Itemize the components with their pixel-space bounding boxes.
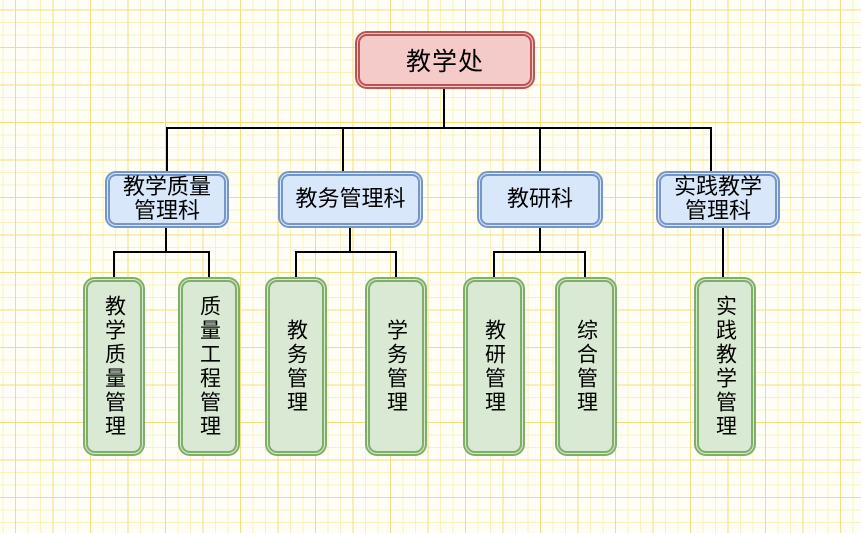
connector-drop-unit-3: [295, 253, 297, 277]
org-node-unit-comprehensive-label: 综合管理: [574, 318, 599, 415]
org-node-dept-academic-label: 教务管理科: [295, 186, 406, 212]
connector-root-stem: [443, 88, 445, 128]
connector-stem-dept-2: [349, 228, 351, 253]
org-node-unit-teaching-research[interactable]: 教研管理: [463, 277, 525, 456]
org-node-unit-student-affairs-label: 学务管理: [384, 318, 409, 415]
org-node-dept-practice-label: 实践教学 管理科: [673, 174, 762, 224]
connector-drop-dept-2: [342, 129, 344, 171]
org-node-dept-research-label: 教研科: [506, 186, 573, 212]
connector-drop-unit-1: [113, 253, 115, 277]
org-node-unit-quality-engineering-label: 质量工程管理: [197, 294, 222, 439]
org-node-dept-practice[interactable]: 实践教学 管理科: [656, 171, 780, 228]
org-node-unit-practical-teaching[interactable]: 实践教学管理: [694, 277, 756, 456]
org-node-unit-teaching-quality[interactable]: 教学质量管理: [83, 277, 145, 456]
org-node-unit-teaching-research-label: 教研管理: [482, 318, 507, 415]
connector-main-bus: [166, 127, 712, 129]
connector-bus-dept-2: [295, 251, 397, 253]
connector-drop-dept-1: [166, 129, 168, 171]
connector-bus-dept-3: [493, 251, 586, 253]
org-node-unit-academic-affairs[interactable]: 教务管理: [265, 277, 327, 456]
org-node-root[interactable]: 教学处: [355, 31, 535, 89]
org-node-unit-teaching-quality-label: 教学质量管理: [102, 294, 127, 439]
org-node-dept-research[interactable]: 教研科: [477, 171, 603, 228]
org-node-dept-quality[interactable]: 教学质量 管理科: [105, 171, 229, 228]
connector-stem-dept-1: [165, 228, 167, 253]
org-node-dept-academic[interactable]: 教务管理科: [278, 171, 423, 228]
connector-stem-dept-4: [722, 228, 724, 277]
connector-drop-unit-6: [584, 253, 586, 277]
connector-bus-dept-1: [113, 251, 210, 253]
connector-stem-dept-3: [539, 228, 541, 253]
org-node-root-label: 教学处: [405, 47, 484, 76]
connector-drop-unit-4: [395, 253, 397, 277]
org-node-dept-quality-label: 教学质量 管理科: [122, 174, 211, 224]
org-node-unit-practical-teaching-label: 实践教学管理: [713, 294, 738, 439]
org-node-unit-academic-affairs-label: 教务管理: [284, 318, 309, 415]
org-node-unit-comprehensive[interactable]: 综合管理: [555, 277, 617, 456]
connector-drop-unit-2: [208, 253, 210, 277]
org-node-unit-student-affairs[interactable]: 学务管理: [365, 277, 427, 456]
connector-drop-dept-3: [539, 129, 541, 171]
org-node-unit-quality-engineering[interactable]: 质量工程管理: [178, 277, 240, 456]
connector-drop-unit-5: [493, 253, 495, 277]
connector-drop-dept-4: [710, 129, 712, 171]
